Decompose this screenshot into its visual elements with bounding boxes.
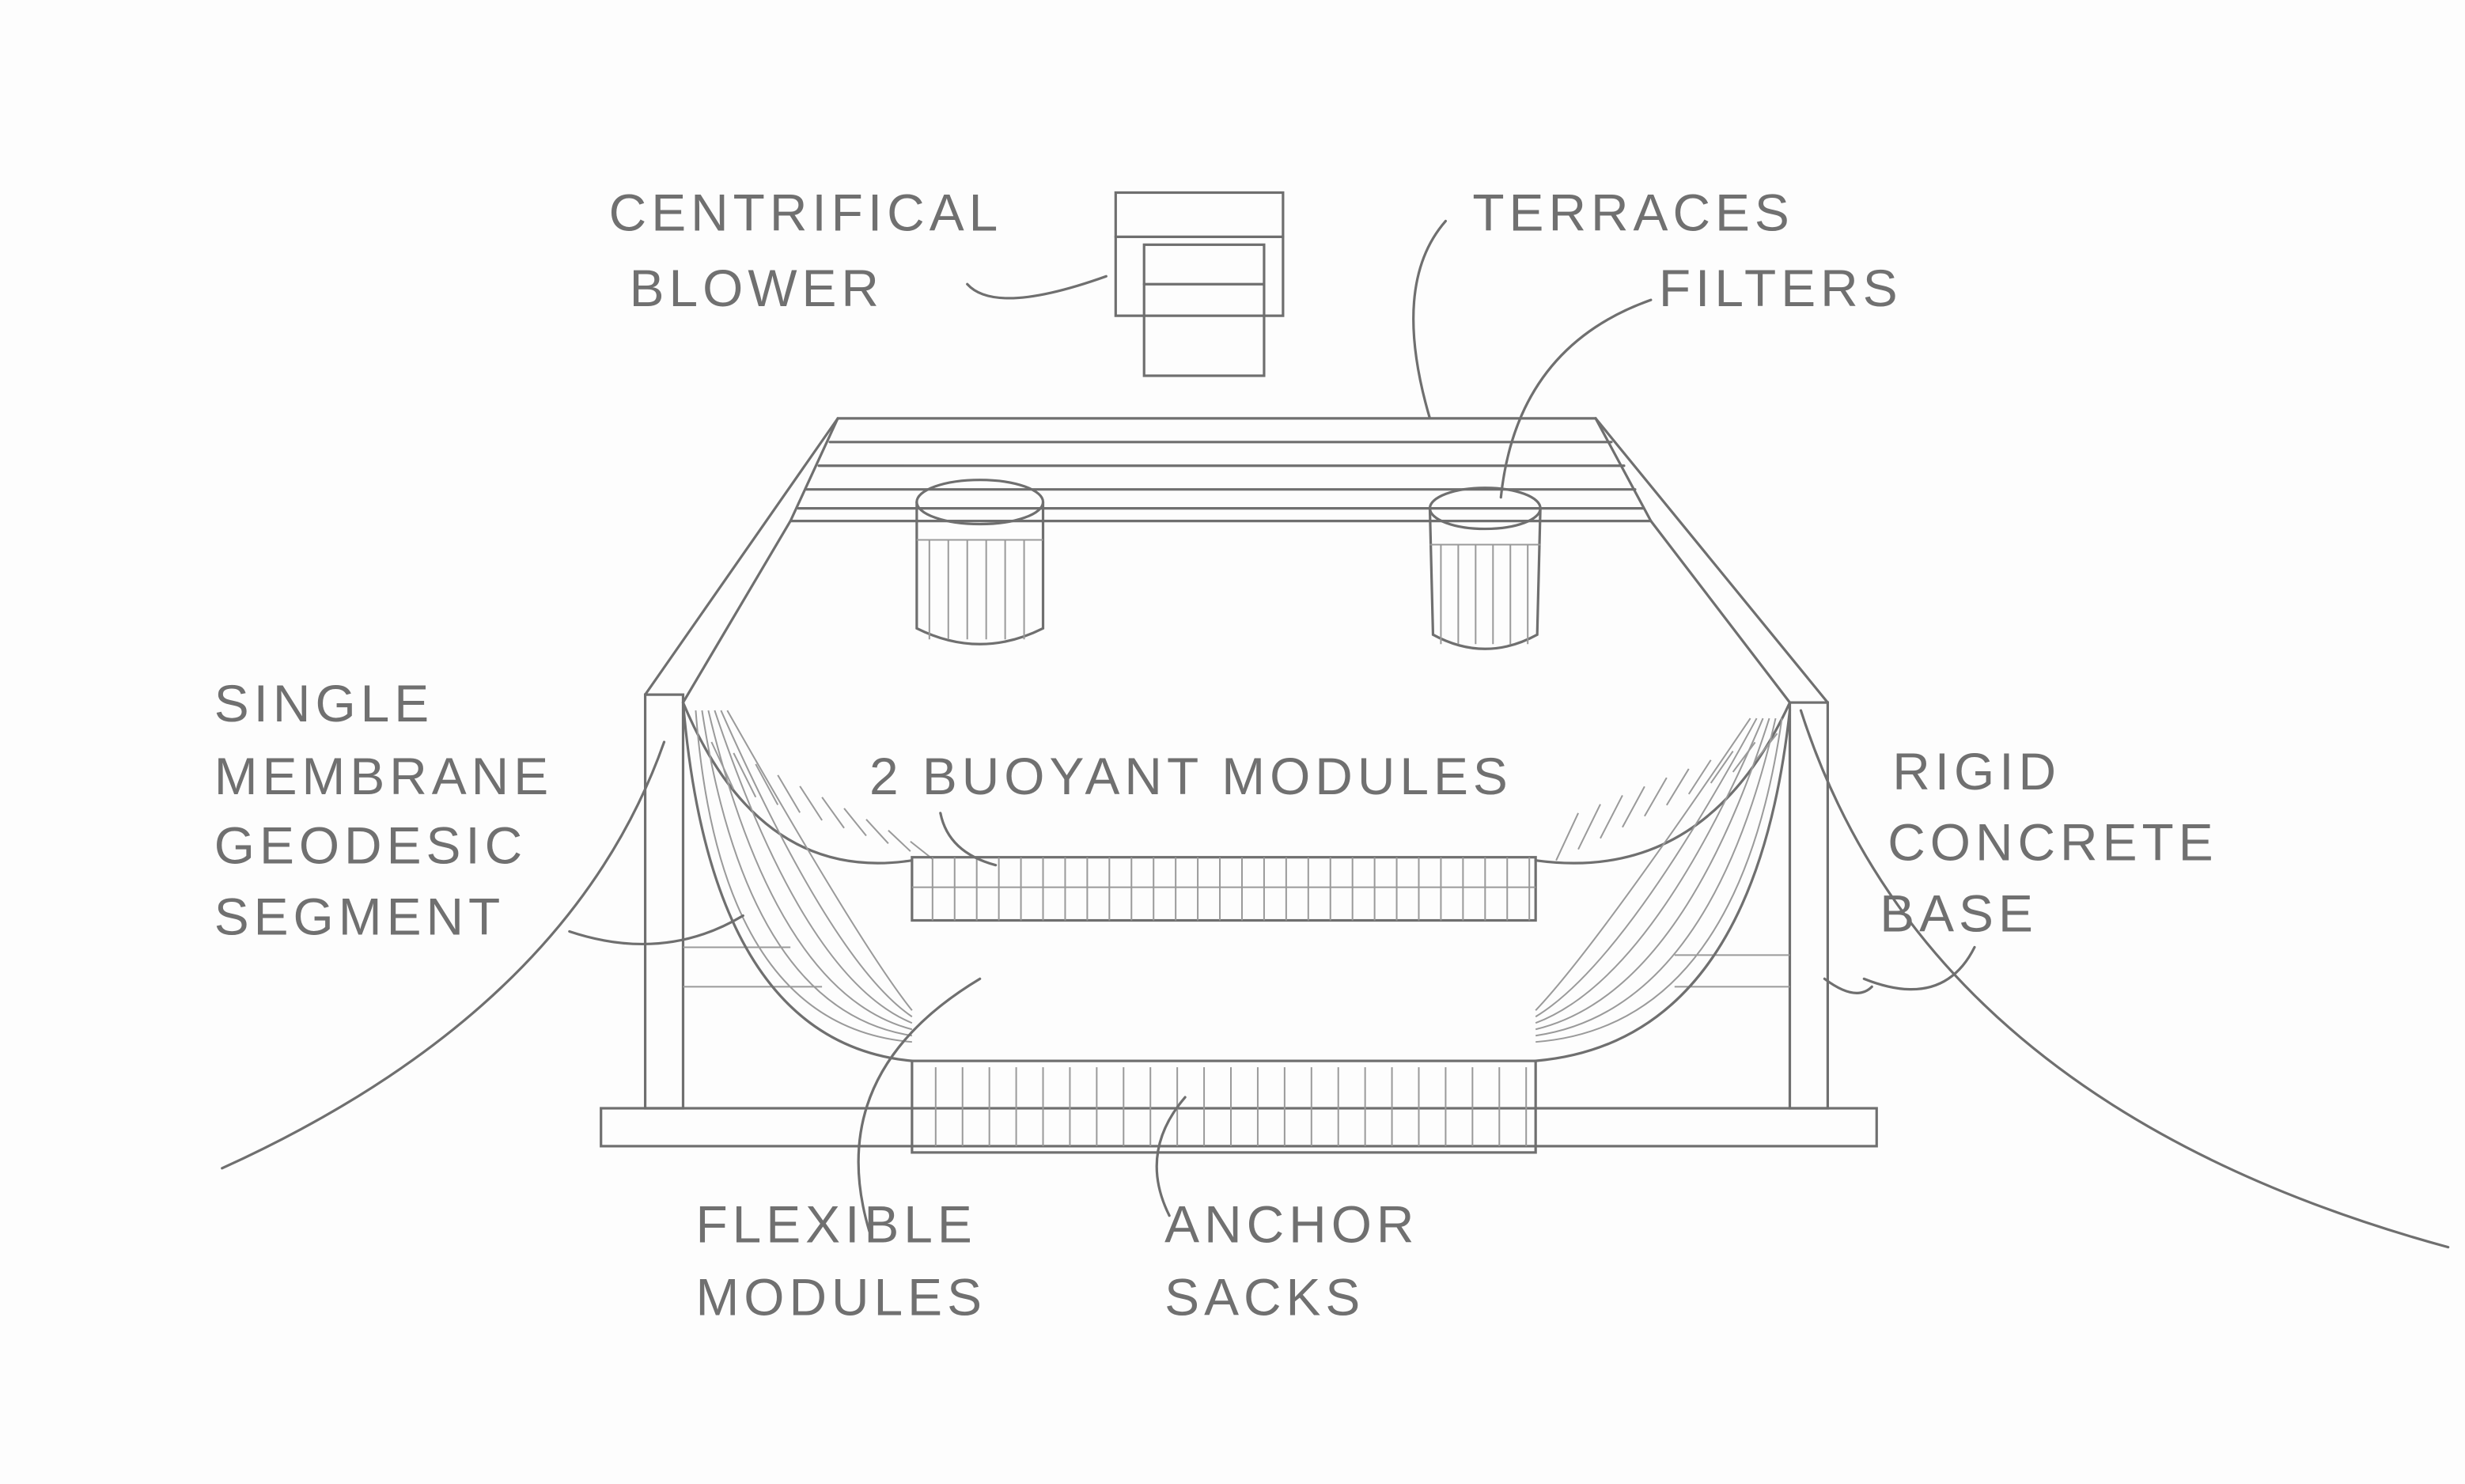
label-anchor: ANCHOR [1164,1195,1418,1254]
hatch-line [888,830,911,852]
membrane-line [695,710,912,1043]
hatch-line [1687,759,1712,795]
label-segment: SEGMENT [214,887,505,945]
membrane-line [726,710,913,1011]
label-flexible: FLEXIBLE [695,1195,976,1254]
label-concrete: CONCRETE [1888,813,2217,872]
hatch-line [1710,751,1734,784]
buoyant-modules [911,856,1537,922]
membrane-line [714,710,913,1024]
membrane-line [701,710,913,1037]
membrane-line [707,710,913,1031]
terraces [788,417,1653,523]
membrane-line [1535,717,1751,1011]
hatch-line [1665,768,1690,806]
hatch-line [710,741,735,790]
label-centrifical: CENTRIFICAL [609,183,1003,241]
hatch-line [799,786,823,821]
label-geodesic: GEODESIC [214,816,527,875]
filter-cylinders [915,479,1542,650]
label-blower: BLOWER [630,259,884,317]
label-membrane: MEMBRANE [214,747,553,805]
left-sweep-line [221,740,666,1170]
frame [600,417,1878,1148]
centrifugal-blower [1114,191,1285,377]
hatch-line [755,763,779,805]
label-rigid: RIGID [1892,742,2061,801]
hatch-line [1577,804,1601,850]
label-base: BASE [1880,884,2038,942]
hatch-line [1732,741,1756,773]
membrane-line [1535,717,1764,1024]
membrane-line [720,710,913,1018]
hatch-line [1754,733,1778,762]
membrane-segments [681,701,1792,1062]
hatch-line [1555,812,1579,861]
label-single: SINGLE [214,674,434,733]
hatch-line [1644,777,1668,817]
membrane-line [1535,717,1777,1037]
leader-lines [568,219,1976,1233]
hatch-line [1622,786,1645,828]
label-terraces: TERRACES [1472,183,1793,241]
membrane-line [1535,717,1770,1031]
hatch-line [1600,794,1623,839]
labels: CENTRIFICAL BLOWER TERRACES FILTERS SING… [214,183,2217,1326]
label-filters: FILTERS [1659,259,1903,317]
label-sacks: SACKS [1164,1267,1365,1326]
hatch-line [733,752,757,798]
anchor-sacks [911,1059,1537,1154]
hatch-line [843,808,867,837]
label-buoyant-modules: 2 BUOYANT MODULES [869,747,1513,805]
label-modules: MODULES [695,1267,986,1326]
membrane-line [1535,717,1758,1018]
membrane-line [1535,717,1783,1043]
right-sweep-line [1799,709,2450,1249]
hatch-line [777,774,801,813]
hatch-line [865,819,889,844]
hatch-line [821,797,845,829]
